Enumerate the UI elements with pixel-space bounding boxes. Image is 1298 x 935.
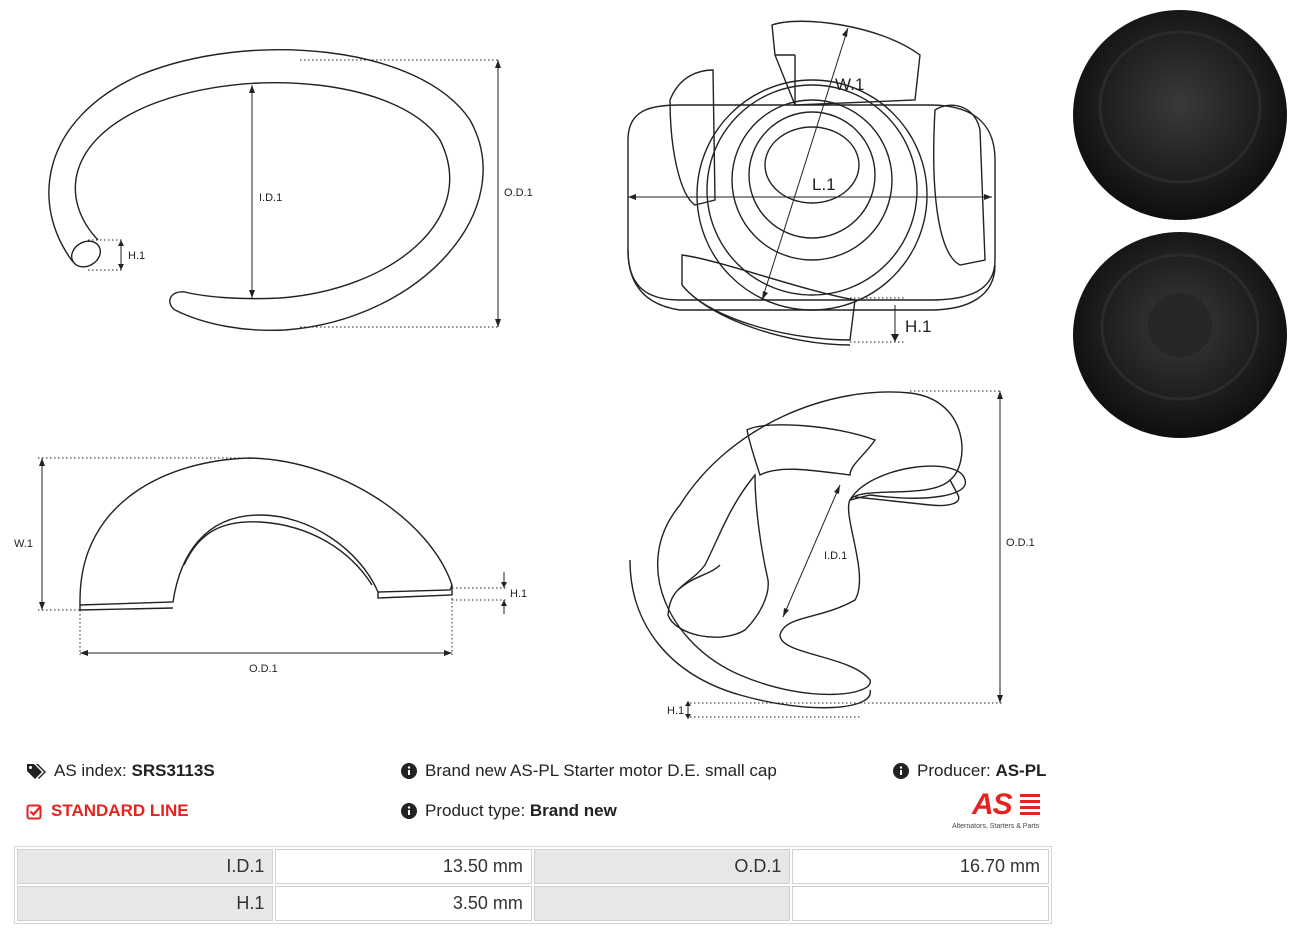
product-type-label: Product type: — [425, 801, 526, 820]
spec-value — [792, 886, 1049, 921]
spec-value: 3.50 mm — [275, 886, 532, 921]
arch-od-label: O.D.1 — [249, 663, 278, 675]
check-square-icon — [26, 803, 43, 820]
clip-od-label: O.D.1 — [1006, 537, 1035, 549]
as-index: AS index: SRS3113S — [26, 761, 215, 781]
ring-h-label: H.1 — [128, 250, 145, 262]
retainer-h-label: H.1 — [905, 317, 931, 336]
standard-line-label: STANDARD LINE — [51, 801, 189, 820]
retainer-l-label: L.1 — [812, 175, 836, 194]
as-index-label: AS index: — [54, 761, 127, 780]
product-photo — [1073, 10, 1287, 438]
clip-h-label: H.1 — [667, 705, 684, 717]
clip-drawing: I.D.1 O.D.1 H.1 — [629, 390, 1035, 719]
spec-label — [533, 886, 791, 921]
spec-label: H.1 — [17, 886, 274, 921]
arch-h-label: H.1 — [510, 588, 527, 600]
arch-w-label: W.1 — [14, 538, 33, 550]
retainer-drawing: W.1 L.1 H.1 — [627, 20, 996, 346]
logo-stripes — [1020, 794, 1040, 818]
spec-label: O.D.1 — [533, 849, 791, 884]
ring-drawing: I.D.1 O.D.1 H.1 — [48, 49, 533, 332]
standard-line-badge: STANDARD LINE — [26, 801, 189, 821]
product-type-value: Brand new — [529, 801, 617, 820]
info-circle-icon — [893, 763, 909, 779]
clip-id-label: I.D.1 — [824, 550, 847, 562]
producer: Producer: AS-PL — [893, 761, 1046, 781]
logo-text: AS — [972, 788, 1013, 821]
as-index-value: SRS3113S — [131, 761, 215, 780]
ring-od-label: O.D.1 — [504, 187, 533, 199]
as-pl-logo: AS Alternators, Starters & Parts — [950, 788, 1054, 834]
logo-tagline: Alternators, Starters & Parts — [952, 823, 1040, 830]
product-type: Product type: Brand new — [401, 801, 617, 821]
tags-icon — [26, 763, 46, 779]
spec-table: I.D.1 13.50 mm O.D.1 16.70 mm H.1 3.50 m… — [14, 846, 1052, 924]
spec-value: 16.70 mm — [792, 849, 1049, 884]
ring-id-label: I.D.1 — [259, 192, 282, 204]
info-circle-icon — [401, 803, 417, 819]
description: Brand new AS-PL Starter motor D.E. small… — [401, 761, 777, 781]
arch-drawing: W.1 O.D.1 H.1 — [14, 457, 527, 675]
spec-label: I.D.1 — [17, 849, 274, 884]
retainer-w-label: W.1 — [835, 75, 864, 94]
description-text: Brand new AS-PL Starter motor D.E. small… — [425, 761, 777, 780]
spec-value: 13.50 mm — [275, 849, 532, 884]
table-row: H.1 3.50 mm — [17, 886, 1049, 921]
table-row: I.D.1 13.50 mm O.D.1 16.70 mm — [17, 849, 1049, 884]
producer-label: Producer: — [917, 761, 991, 780]
info-circle-icon — [401, 763, 417, 779]
producer-value: AS-PL — [995, 761, 1047, 780]
